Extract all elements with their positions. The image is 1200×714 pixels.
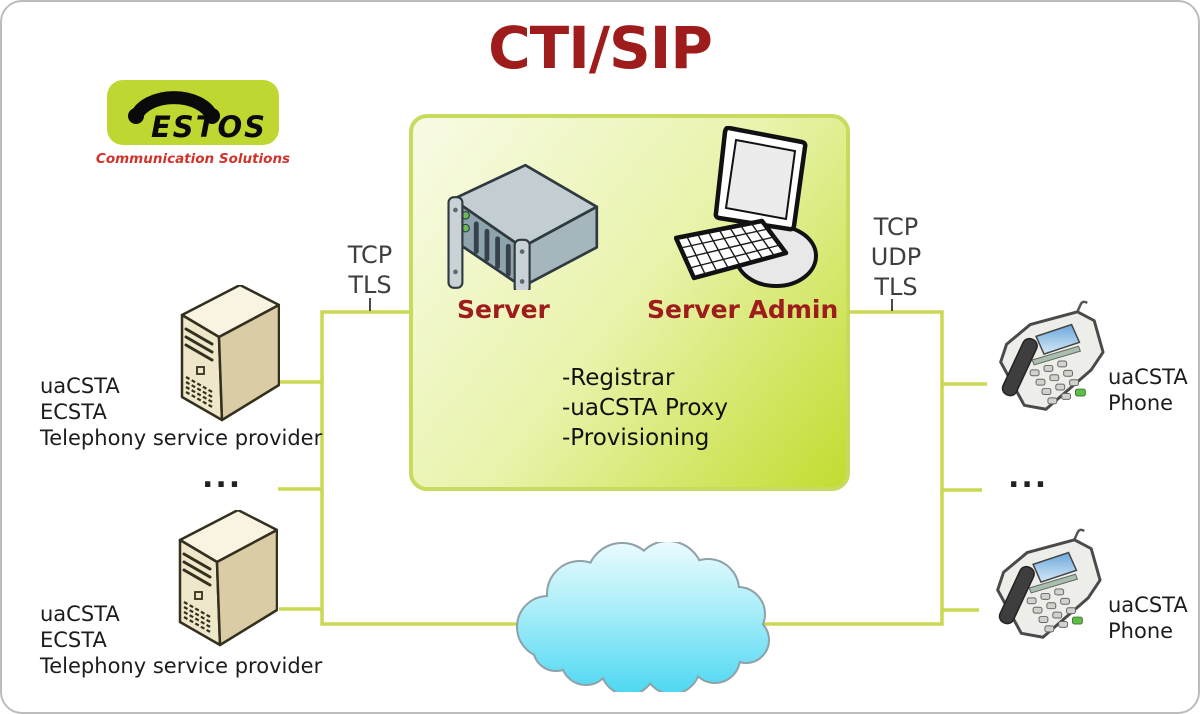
tower-server-icon [180,285,280,422]
right-ellipsis: ... [1008,460,1049,495]
desk-phone-icon [996,528,1102,639]
server-label: Server [457,295,550,324]
protocol-label: TCP [873,213,919,241]
server-admin-label: Server Admin [647,295,839,324]
left-protocol-labels: TCP TLS [332,240,408,300]
left-ellipsis: ... [202,460,243,495]
provider-label-line: Telephony service provider [40,654,323,678]
tower-server-icon [178,510,278,647]
desk-phone-icon [999,300,1105,411]
logo-tagline: Communication Solutions [95,151,291,167]
phone-label-bottom: uaCSTA Phone [1108,592,1188,644]
feature-item: -Provisioning [562,425,710,451]
provider-label-line: ECSTA [40,400,107,424]
provider-label-bottom: uaCSTA ECSTA Telephony service provider [40,601,322,679]
protocol-label: TLS [874,273,918,301]
feature-item: -Registrar [562,365,675,391]
network-cloud-icon [516,542,770,692]
phone-handset-icon [128,91,220,124]
provider-label-top: uaCSTA ECSTA Telephony service provider [40,373,322,451]
phone-label-line: Phone [1108,391,1174,415]
protocol-label: UDP [870,243,922,271]
rack-server-icon [447,163,599,290]
diagram-title: CTI/SIP [488,14,713,82]
phone-label-line: uaCSTA [1108,365,1188,389]
provider-label-line: uaCSTA [40,374,120,398]
provider-label-line: uaCSTA [40,602,120,626]
protocol-label: TLS [348,271,392,299]
feature-item: -uaCSTA Proxy [562,395,728,421]
estos-logo: ESTOS [107,80,279,145]
server-feature-list: -Registrar -uaCSTA Proxy -Provisioning [562,363,728,453]
right-protocol-labels: TCP UDP TLS [858,212,934,302]
provider-label-line: Telephony service provider [40,426,323,450]
monitor-keyboard-icon [674,126,818,288]
phone-label-line: uaCSTA [1108,593,1188,617]
provider-label-line: ECSTA [40,628,107,652]
logo-brand-text: ESTOS [151,110,268,144]
phone-label-line: Phone [1108,619,1174,643]
phone-label-top: uaCSTA Phone [1108,364,1188,416]
protocol-label: TCP [347,241,393,269]
